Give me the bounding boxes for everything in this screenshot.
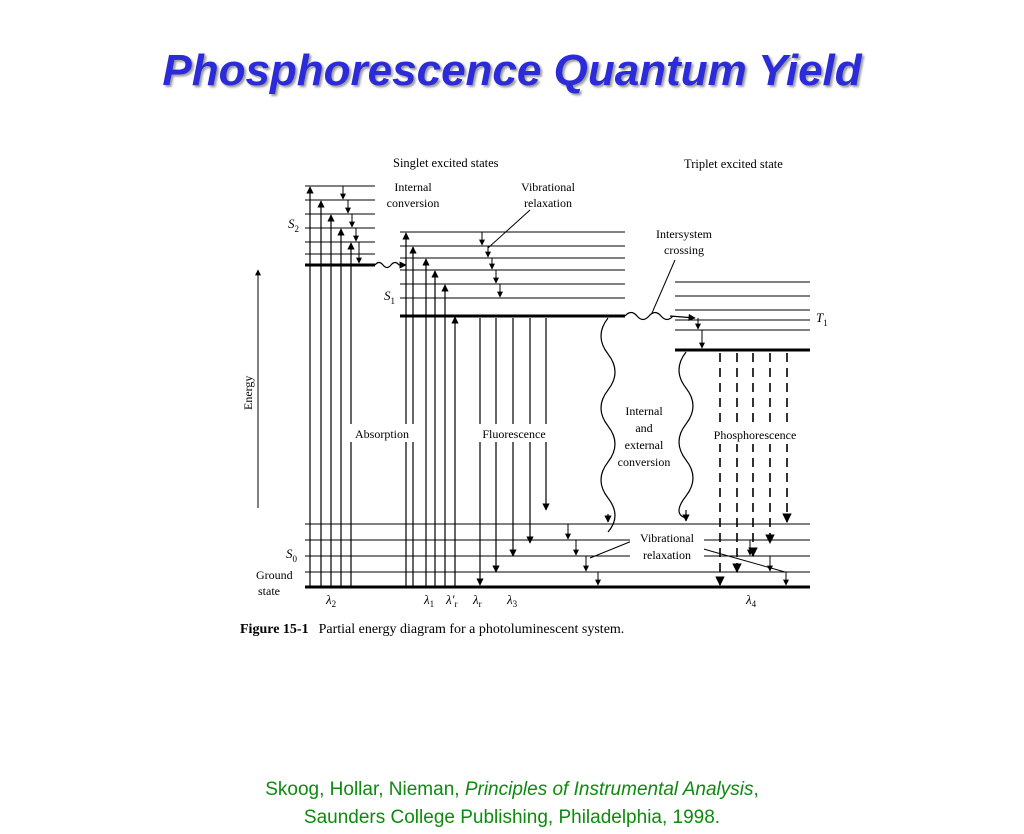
bottom-relaxation-label-1: Vibrational [640, 531, 695, 545]
slide-title: Phosphorescence Quantum Yield [162, 46, 862, 95]
intersystem-crossing-pointer [651, 259, 676, 314]
intersystem-crossing-label-1: Intersystem [656, 227, 713, 241]
lambda-2-label: λ2 [325, 592, 336, 609]
singlet-states-label: Singlet excited states [393, 156, 499, 170]
phosphorescence-label: Phosphorescence [714, 428, 797, 442]
vibrational-relaxation-label-2: relaxation [524, 196, 572, 210]
t1-label: T1 [816, 310, 828, 328]
s0-levels [305, 523, 810, 573]
intersystem-crossing-label-2: crossing [664, 243, 704, 257]
figure-text: Partial energy diagram for a photolumine… [318, 622, 625, 637]
lambda-r-prime-label: λ′r [445, 592, 457, 609]
absorption-arrows-s1 [402, 232, 459, 586]
figure-caption: Figure 15-1 Partial energy diagram for a … [240, 622, 624, 638]
internal-conversion-wave [374, 261, 400, 269]
s0-relaxation-arrows [565, 524, 789, 586]
energy-axis-label: Energy [241, 376, 255, 410]
s2-relaxation-arrows [340, 186, 362, 264]
citation-authors: Skoog, Hollar, Nieman, [265, 779, 465, 800]
internal-external-label-4: conversion [618, 455, 671, 469]
internal-conversion-label-2: conversion [387, 196, 440, 210]
triplet-internal-conversion-wave [678, 351, 694, 519]
ground-state-label-1: Ground [256, 568, 293, 582]
internal-external-label-2: and [635, 421, 652, 435]
figure-label: Figure 15-1 [240, 622, 309, 637]
s1-relaxation-arrows [479, 232, 503, 298]
fluorescence-arrows [476, 318, 550, 586]
intersystem-crossing-wave [624, 311, 674, 321]
s0-label: S0 [286, 546, 298, 564]
s2-levels [305, 185, 375, 255]
bottom-relaxation-pointer-right [699, 547, 786, 573]
phosphorescence-arrows [715, 353, 792, 586]
s2-label: S2 [288, 216, 299, 234]
s1-levels [400, 231, 625, 299]
t1-relaxation-arrows [695, 318, 705, 349]
energy-diagram: Energy Singlet excited states Triplet ex… [241, 156, 828, 609]
citation-publisher: Saunders College Publishing, Philadelphi… [303, 807, 721, 828]
bottom-relaxation-label-2: relaxation [643, 548, 691, 562]
citation: Skoog, Hollar, Nieman, Principles of Ins… [0, 776, 1024, 832]
lambda-r-label: λr [472, 592, 482, 609]
citation-line-1: Skoog, Hollar, Nieman, Principles of Ins… [265, 779, 759, 800]
vibrational-relaxation-label-1: Vibrational [521, 180, 576, 194]
bottom-relaxation-pointer-left [589, 540, 633, 559]
fluorescence-label: Fluorescence [482, 427, 545, 441]
internal-external-label-1: Internal [625, 404, 663, 418]
ground-state-label-2: state [258, 584, 280, 598]
absorption-label: Absorption [355, 427, 409, 441]
internal-external-label-3: external [625, 438, 664, 452]
lambda-1-label: λ1 [423, 592, 434, 609]
vibrational-relaxation-pointer [487, 209, 531, 249]
s1-label: S1 [384, 288, 395, 306]
triplet-state-label: Triplet excited state [684, 157, 783, 171]
absorption-arrows-s2 [306, 186, 355, 586]
internal-conversion-label-1: Internal [394, 180, 432, 194]
lambda-4-label: λ4 [745, 592, 757, 609]
citation-book: Principles of Instrumental Analysis [464, 779, 754, 800]
lambda-3-label: λ3 [506, 592, 518, 609]
internal-external-conversion-wave [600, 317, 616, 533]
t1-levels [675, 281, 810, 331]
